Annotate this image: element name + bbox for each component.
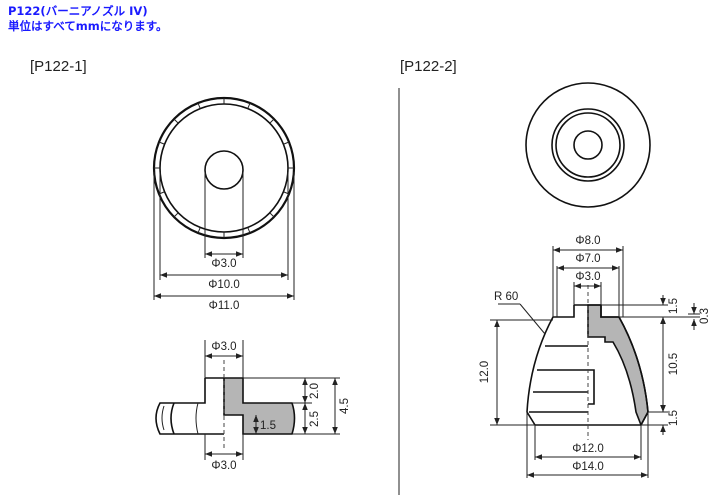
dim-r60: R 60 (494, 291, 518, 303)
part-label-p122-1: [P122-1] (30, 58, 87, 75)
dim-phi12: Φ12.0 (572, 443, 604, 455)
dim-phi10: Φ10.0 (208, 279, 240, 291)
dim-h2-5: 2.5 (309, 411, 321, 427)
dim-phi14: Φ14.0 (572, 461, 604, 473)
dim-bottom-phi3: Φ3.0 (211, 460, 236, 472)
dim-phi11: Φ11.0 (209, 300, 240, 312)
dim-h12: 12.0 (479, 361, 491, 383)
dim-h4-5: 4.5 (339, 398, 351, 414)
dim-body-10-5: 10.5 (668, 353, 680, 375)
dim-phi8: Φ8.0 (575, 235, 600, 247)
part-label-p122-2: [P122-2] (400, 58, 457, 75)
page-title: P122(バーニアノズル IV) (8, 4, 148, 18)
dim-phi3-hole: Φ3.0 (575, 271, 600, 283)
dim-h2: 2.0 (309, 383, 321, 399)
dim-top-phi3: Φ3.0 (211, 341, 236, 353)
header: P122(バーニアノズル IV) 単位はすべてmmになります。 (8, 4, 168, 34)
dim-step-0-3: 0.3 (699, 308, 711, 324)
p122-1-side-view: Φ3.0 Φ3.0 2.0 2.5 4.5 1.5 (155, 340, 351, 472)
p122-2-side-view: Φ8.0 Φ7.0 Φ3.0 R 60 12.0 1.5 0.3 10.5 1.… (479, 235, 711, 478)
dim-phi7: Φ7.0 (575, 253, 600, 265)
dim-inner-1-5: 1.5 (260, 420, 276, 432)
p122-2-top-view (525, 82, 651, 208)
units-note: 単位はすべてmmになります。 (8, 19, 168, 33)
dim-cap-1-5: 1.5 (668, 298, 680, 314)
dim-phi3: Φ3.0 (211, 258, 236, 270)
p122-1-top-view: Φ3.0 Φ10.0 Φ11.0 (152, 96, 296, 312)
dim-base-1-5: 1.5 (668, 410, 680, 426)
